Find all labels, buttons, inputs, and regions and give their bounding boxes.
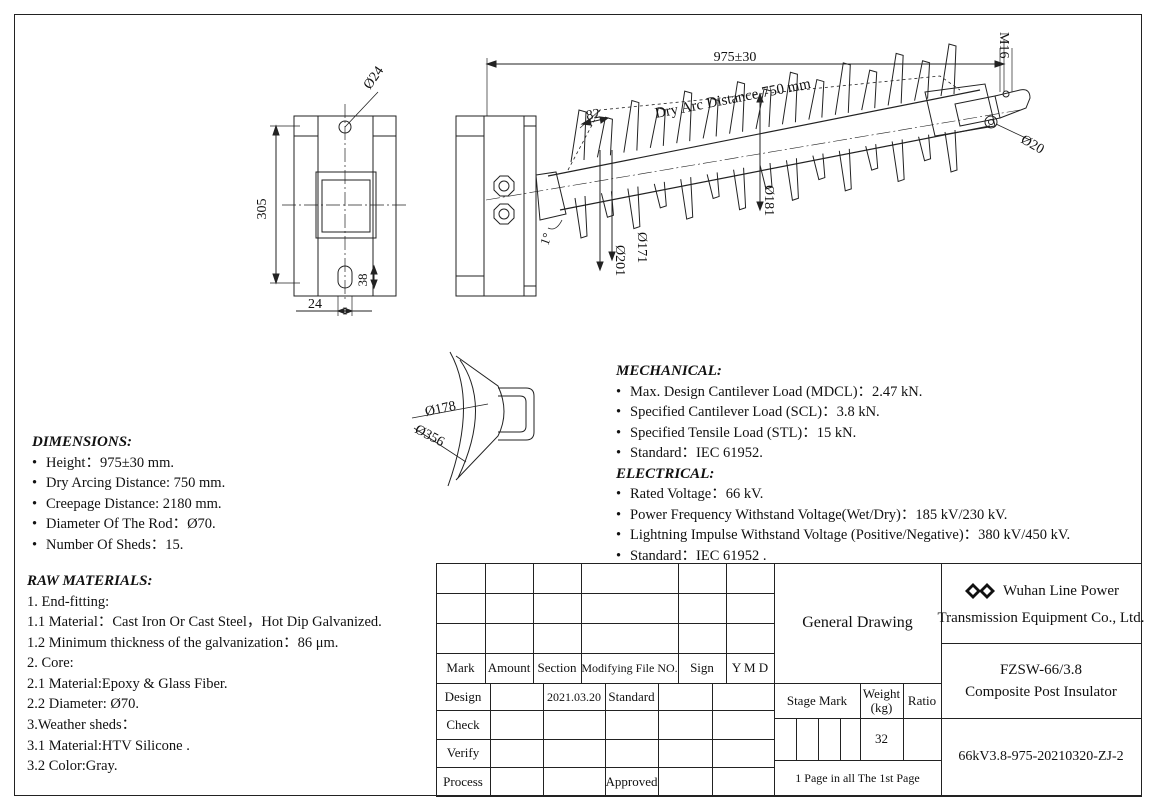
dimensions-section: DIMENSIONS: Height：975±30 mm. Dry Arcing… [32, 432, 225, 555]
ratio-label: Ratio [907, 692, 937, 708]
check-label: Check [446, 716, 480, 732]
drawing-frame [14, 14, 1142, 796]
raw-materials-line: 1.1 Material：Cast Iron Or Cast Steel，Hot… [27, 614, 382, 631]
shed [861, 69, 879, 171]
dimensions-title: DIMENSIONS: [32, 434, 133, 450]
insulator-side-view [455, 75, 1021, 297]
shed [781, 71, 799, 201]
raw-materials-line: 2.1 Material:Epoxy & Glass Fiber. [27, 675, 228, 692]
mechanical-section: MECHANICAL: Max. Design Cantilever Load … [616, 361, 1070, 566]
drawing-type: General Drawing [802, 614, 913, 631]
shed [808, 78, 826, 181]
raw-materials-line: 2. Core: [27, 655, 74, 672]
product-name: Composite Post Insulator [965, 683, 1117, 700]
dim-m16: M16 [996, 32, 1011, 58]
dim-975: 975±30 [714, 50, 757, 65]
header-amount: Amount [487, 660, 531, 675]
raw-materials-line: 1. End-fitting: [27, 593, 110, 610]
raw-materials-section: RAW MATERIALS: 1. End-fitting: 1.1 Mater… [27, 571, 382, 777]
electrical-list: Rated Voltage：66 kV. Power Frequency Wit… [616, 484, 1070, 566]
shed [940, 43, 958, 173]
shed [887, 52, 905, 183]
design-label: Design [444, 688, 482, 704]
weight-value: 32 [875, 731, 888, 746]
process-label: Process [443, 773, 483, 789]
electrical-title: ELECTRICAL: [616, 465, 715, 482]
shed-detail-view [411, 351, 535, 487]
stage-mark-label: Stage Mark [786, 692, 848, 708]
shed [676, 90, 694, 220]
weight-label: Weight (kg) [862, 685, 901, 715]
dimensions-item: Dry Arcing Distance: 750 mm. [32, 473, 225, 494]
standard-label: Standard [608, 688, 655, 704]
dim-angle: 1° [537, 231, 555, 247]
company-logo-icon [964, 583, 995, 599]
raw-materials-line: 3.1 Material:HTV Silicone . [27, 737, 190, 754]
company-block: Wuhan Line Power Transmission Equipment … [938, 563, 1144, 643]
header-sign: Sign [690, 660, 714, 675]
header-ymd: Y M D [731, 660, 769, 675]
raw-materials-line: 3.Weather sheds： [27, 717, 137, 734]
electrical-item: Lightning Impulse Withstand Voltage (Pos… [616, 525, 1070, 546]
company-line2: Transmission Equipment Co., Ltd. [937, 610, 1145, 626]
dim-d178: Ø178 [424, 399, 458, 420]
dimensions-item: Number Of Sheds：15. [32, 535, 225, 556]
electrical-item: Power Frequency Withstand Voltage(Wet/Dr… [616, 505, 1070, 526]
dim-24: 24 [308, 297, 322, 312]
raw-materials-line: 2.2 Diameter: Ø70. [27, 696, 139, 713]
header-section: Section [537, 660, 577, 675]
verify-label: Verify [446, 745, 480, 760]
mechanical-item: Specified Cantilever Load (SCL)：3.8 kN. [616, 402, 1070, 423]
header-modifying-file: Modifying File NO. [581, 661, 678, 675]
page-info: 1 Page in all The 1st Page [795, 771, 920, 785]
dim-d171: Ø171 [634, 232, 649, 263]
shed [649, 107, 667, 209]
model-number: FZSW-66/3.8 [999, 661, 1083, 678]
electrical-item: Rated Voltage：66 kV. [616, 484, 1070, 505]
shed [729, 81, 747, 211]
raw-materials-title: RAW MATERIALS: [27, 573, 153, 589]
dim-305: 305 [255, 199, 270, 220]
dimensions-item: Diameter Of The Rod：Ø70. [32, 514, 225, 535]
mechanical-item: Standard：IEC 61952. [616, 443, 1070, 464]
dim-82: 82 [585, 107, 602, 124]
shed [914, 60, 932, 162]
approved-label: Approved [605, 773, 658, 789]
shed [702, 97, 720, 200]
dim-38: 38 [355, 274, 370, 287]
mechanical-item: Max. Design Cantilever Load (MDCL)：2.47 … [616, 382, 1070, 403]
dim-d181: Ø181 [761, 185, 776, 216]
design-date: 2021.03.20 [547, 689, 601, 704]
electrical-item: Standard：IEC 61952 . [616, 546, 1070, 567]
dim-d201: Ø201 [612, 245, 627, 276]
overall-dims [485, 40, 1031, 272]
base-front-view [270, 91, 408, 316]
header-mark: Mark [446, 660, 475, 675]
raw-materials-line: 1.2 Minimum thickness of the galvanizati… [27, 634, 339, 651]
mechanical-title: MECHANICAL: [616, 363, 722, 379]
drawing-number: 66kV3.8-975-20210320-ZJ-2 [958, 749, 1124, 764]
shed [570, 109, 588, 239]
company-line1: Wuhan Line Power [1002, 583, 1120, 599]
shed [623, 99, 641, 230]
mechanical-item: Specified Tensile Load (STL)：15 kN. [616, 423, 1070, 444]
top-fitting [924, 83, 1031, 137]
dimensions-item: Height：975±30 mm. [32, 453, 225, 474]
dimensions-item: Creepage Distance: 2180 mm. [32, 494, 225, 515]
product-block: FZSW-66/3.8 Composite Post Insulator [941, 643, 1141, 718]
raw-materials-line: 3.2 Color:Gray. [27, 758, 118, 775]
